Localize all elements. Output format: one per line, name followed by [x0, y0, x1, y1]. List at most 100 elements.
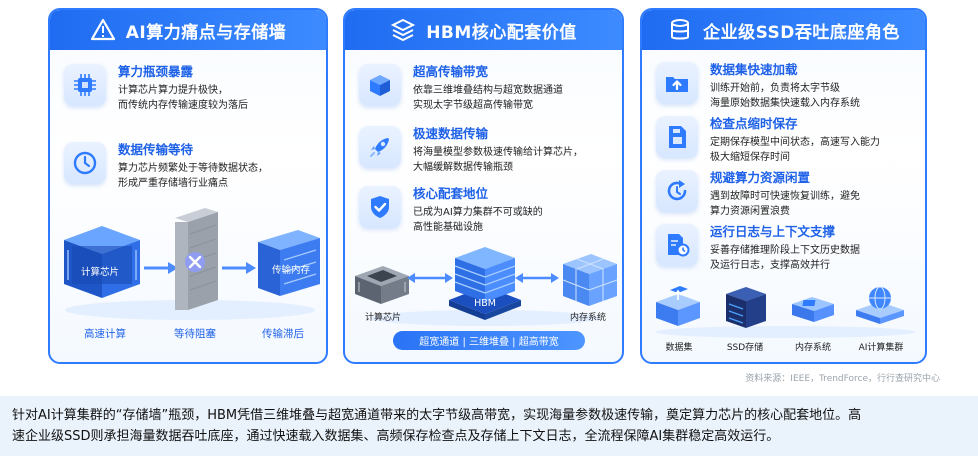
- item-data-wait: 数据传输等待 算力芯片频繁处于等待数据状态， 形成严重存储墙行业痛点: [64, 142, 318, 191]
- item-title: 数据传输等待: [118, 142, 194, 157]
- item-desc-line: 将海量模型参数极速传输给计算芯片，: [413, 147, 583, 158]
- item-fast-transfer: 极速数据传输 将海量模型参数极速传输给计算芯片， 大幅缓解数据传输瓶颈: [359, 126, 614, 175]
- item-desc-line: 计算芯片算力提升极快，: [118, 85, 228, 96]
- item-compute-bottleneck: 算力瓶颈暴露 计算芯片算力提升极快， 而传统内存传输速度较为落后: [64, 64, 318, 113]
- caption-line: 针对AI计算集群的“存储墙”瓶颈，HBM凭借三维堆叠与超宽通道带来的太字节级高带…: [12, 408, 862, 423]
- item-desc-line: 遇到故障时可快速恢复训练，避免: [710, 191, 860, 202]
- source-note: 资料来源：IEEE，TrendForce，行行查研究中心: [745, 374, 940, 384]
- item-title: 超高传输带宽: [413, 64, 489, 79]
- item-log-context: 运行日志与上下文支撑 妥善存储推理阶段上下文历史数据 及运行日志，支撑高效并行: [656, 224, 917, 273]
- item-icon-box: [359, 126, 401, 168]
- item-icon-box: [656, 116, 698, 158]
- item-title: 数据集快速加载: [710, 62, 798, 77]
- panel-header: 企业级SSD吞吐底座角色: [642, 10, 925, 50]
- ai-cluster-graphic: [856, 286, 904, 324]
- ssd-label-dataset: 数据集: [665, 343, 693, 353]
- item-dataset-load: 数据集快速加载 训练开始前，负责将太字节级 海量原始数据集快速载入内存系统: [656, 62, 917, 111]
- item-core-position: 核心配套地位 已成为AI算力集群不可或缺的 高性能基础设施: [359, 186, 614, 235]
- item-desc-line: 而传统内存传输速度较为落后: [118, 100, 248, 111]
- label-wait-block: 等待阻塞: [174, 328, 216, 340]
- layers-icon: [390, 18, 416, 42]
- item-desc-line: 形成严重存储墙行业痛点: [118, 178, 228, 189]
- hbm-left-label: 计算芯片: [364, 313, 401, 323]
- panel-title: 企业级SSD吞吐底座角色: [703, 22, 900, 43]
- hbm-right-label: 内存系统: [569, 313, 606, 323]
- recover-icon: [667, 180, 687, 201]
- ssd-memory-graphic: [792, 297, 834, 322]
- item-icon-box: [656, 170, 698, 212]
- item-title: 运行日志与上下文支撑: [710, 224, 836, 239]
- memory-module-graphic: [258, 230, 320, 296]
- item-desc-line: 及运行日志，支撑高效并行: [710, 260, 830, 271]
- item-title: 规避算力资源闲置: [710, 170, 811, 185]
- cube-icon: [370, 75, 390, 96]
- chip-label: 计算芯片: [80, 267, 119, 278]
- bidirectional-arrow-left: [407, 273, 453, 283]
- hbm-diagram: [355, 247, 618, 326]
- compute-chip-graphic: [64, 226, 140, 298]
- item-desc-line: 大幅缓解数据传输瓶颈: [413, 162, 513, 173]
- ssd-label-storage: SSD存储: [726, 343, 764, 353]
- hbm-center-label: HBM: [474, 298, 496, 309]
- item-desc-line: 已成为AI算力集群不可或缺的: [413, 207, 543, 218]
- item-icon-box: [64, 64, 106, 106]
- caption-line: 速企业级SSD则承担海量数据吞吐底座，通过快速载入数据集、高频保存检查点及存储上…: [12, 429, 780, 444]
- label-high-speed-compute: 高速计算: [84, 328, 126, 340]
- caption: 针对AI计算集群的“存储墙”瓶颈，HBM凭借三维堆叠与超宽通道带来的太字节级高带…: [0, 396, 978, 456]
- item-ultra-bandwidth: 超高传输带宽 依靠三维堆叠结构与超宽数据通道 实现太字节级超高传输带宽: [359, 64, 614, 113]
- item-desc-line: 海量原始数据集快速载入内存系统: [710, 98, 860, 109]
- item-title: 极速数据传输: [413, 126, 489, 141]
- storage-wall-graphic: [175, 208, 218, 310]
- panel-header: HBM核心配套价值: [345, 10, 622, 50]
- item-title: 算力瓶颈暴露: [118, 64, 194, 79]
- ssd-label-ai-cluster: AI计算集群: [858, 343, 904, 353]
- hbm-stack-graphic: [449, 247, 521, 320]
- dataset-graphic: [656, 286, 700, 326]
- item-title: 检查点缩时保存: [710, 116, 798, 131]
- clock-icon: [73, 151, 97, 175]
- item-icon-box: [656, 224, 698, 266]
- item-icon-box: [359, 186, 401, 228]
- panel-enterprise-ssd: 企业级SSD吞吐底座角色 数据集快速加载 训练开始前，负责将太字节级 海量原始数…: [640, 8, 927, 364]
- warning-icon: [90, 18, 115, 41]
- item-icon-box: [656, 62, 698, 104]
- bidirectional-arrow-right: [515, 273, 559, 283]
- chip-icon: [74, 74, 96, 96]
- item-checkpoint-save: 检查点缩时保存 定期保存模型中间状态，高速写入能力 极大缩短保存时间: [656, 116, 917, 165]
- database-icon: [671, 19, 690, 40]
- item-icon-box: [359, 64, 401, 106]
- item-desc-line: 定期保存模型中间状态，高速写入能力: [710, 137, 880, 148]
- doc-clock-icon: [668, 234, 690, 257]
- item-desc-line: 极大缩短保存时间: [710, 152, 790, 163]
- panel-title: HBM核心配套价值: [426, 22, 577, 43]
- item-icon-box: [64, 142, 106, 184]
- panels-area: AI算力痛点与存储墙 算力瓶颈暴露 计算芯片算力提升极快，: [48, 8, 940, 384]
- ssd-label-memory: 内存系统: [794, 343, 831, 353]
- ssd-storage-graphic: [726, 287, 766, 328]
- hbm-feature-band: 超宽通道 | 三维堆叠 | 超高带宽: [393, 331, 585, 350]
- item-desc-line: 高性能基础设施: [413, 222, 483, 233]
- item-desc-line: 依靠三维堆叠结构与超宽数据通道: [413, 85, 563, 96]
- item-desc-line: 妥善存储推理阶段上下文历史数据: [710, 245, 860, 256]
- folder-up-icon: [666, 77, 688, 92]
- rocket-icon: [370, 138, 389, 157]
- item-title: 核心配套地位: [413, 186, 489, 201]
- item-desc-line: 训练开始前，负责将太字节级: [710, 83, 840, 94]
- item-desc-line: 算力芯片频繁处于等待数据状态，: [118, 163, 268, 174]
- hbm-compute-chip-graphic: [355, 266, 409, 304]
- item-desc-line: 算力资源闲置浪费: [710, 206, 790, 217]
- memory-system-graphic: [562, 254, 618, 306]
- memory-label: 传输内存: [271, 265, 310, 276]
- panel-hbm-value: HBM核心配套价值 超高传输带宽 依靠三维堆叠结构与超宽数据通道 实现太字节级超…: [343, 8, 624, 364]
- file-save-icon: [669, 126, 686, 148]
- shield-check-icon: [371, 196, 389, 218]
- ssd-pipeline-diagram: [655, 286, 915, 338]
- item-avoid-idle: 规避算力资源闲置 遇到故障时可快速恢复训练，避免 算力资源闲置浪费: [656, 170, 917, 219]
- item-desc-line: 实现太字节级超高传输带宽: [413, 100, 533, 111]
- storage-wall-diagram: [64, 208, 320, 320]
- label-transfer-lag: 传输滞后: [262, 328, 304, 340]
- panel-title: AI算力痛点与存储墙: [125, 22, 287, 43]
- panel-header: AI算力痛点与存储墙: [50, 10, 326, 50]
- panel-ai-pain-points: AI算力痛点与存储墙 算力瓶颈暴露 计算芯片算力提升极快，: [48, 8, 328, 364]
